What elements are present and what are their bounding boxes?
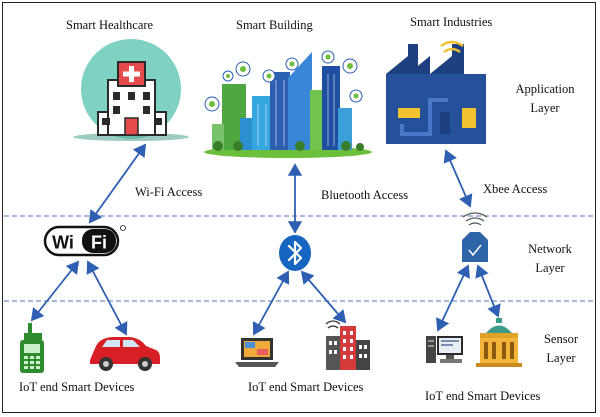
wifi-logo: Wi Fi <box>43 225 126 257</box>
xbee-access-label: Xbee Access <box>483 182 548 196</box>
connection-arrows <box>30 143 501 336</box>
smart-office-building-icon <box>325 320 370 370</box>
car-icon <box>90 337 160 371</box>
left-devices-label: IoT end Smart Devices <box>19 380 135 394</box>
sensor-layer-label: Sensor Layer <box>521 330 600 368</box>
arrow-bluetooth-laptop <box>252 270 290 336</box>
arrow-wifi-car <box>86 260 128 336</box>
laptop-icon <box>235 338 279 367</box>
right-devices-label: IoT end Smart Devices <box>425 389 541 403</box>
public-building-icon <box>476 318 522 367</box>
wifi-logo-fi-text: Fi <box>91 233 107 253</box>
arrow-bluetooth-office <box>300 270 347 324</box>
diagram-border <box>2 2 596 413</box>
arrow-factory-xbee <box>443 149 473 208</box>
mobile-phone-icon <box>20 323 44 373</box>
smart-building-icon <box>204 50 372 158</box>
application-layer-label: Application Layer <box>505 80 585 118</box>
smart-industries-label: Smart Industries <box>410 15 493 29</box>
wifi-logo-wi-text: Wi <box>52 233 74 253</box>
network-layer-line-2: Layer <box>535 261 565 275</box>
sensor-layer-line-1: Sensor <box>543 332 579 346</box>
network-layer-label: Network Layer <box>510 240 590 278</box>
arrow-wifi-phone <box>30 260 80 322</box>
wifi-access-label: Wi-Fi Access <box>135 185 203 199</box>
sensor-layer-line-2: Layer <box>546 351 576 365</box>
arrow-healthcare-wifi <box>88 143 147 224</box>
application-layer-line-2: Layer <box>530 101 560 115</box>
xbee-module-icon <box>462 212 488 262</box>
arrow-xbee-public-building <box>475 264 501 318</box>
bluetooth-access-label: Bluetooth Access <box>321 188 409 202</box>
computer-icon <box>426 336 463 363</box>
factory-icon <box>386 40 486 144</box>
network-layer-line-1: Network <box>528 242 572 256</box>
smart-building-label: Smart Building <box>236 18 313 32</box>
middle-devices-label: IoT end Smart Devices <box>248 380 364 394</box>
bluetooth-icon <box>279 235 311 271</box>
hospital-icon <box>73 39 189 141</box>
smart-healthcare-label: Smart Healthcare <box>66 18 154 32</box>
application-layer-line-1: Application <box>515 82 575 96</box>
arrow-xbee-computer <box>436 264 470 332</box>
